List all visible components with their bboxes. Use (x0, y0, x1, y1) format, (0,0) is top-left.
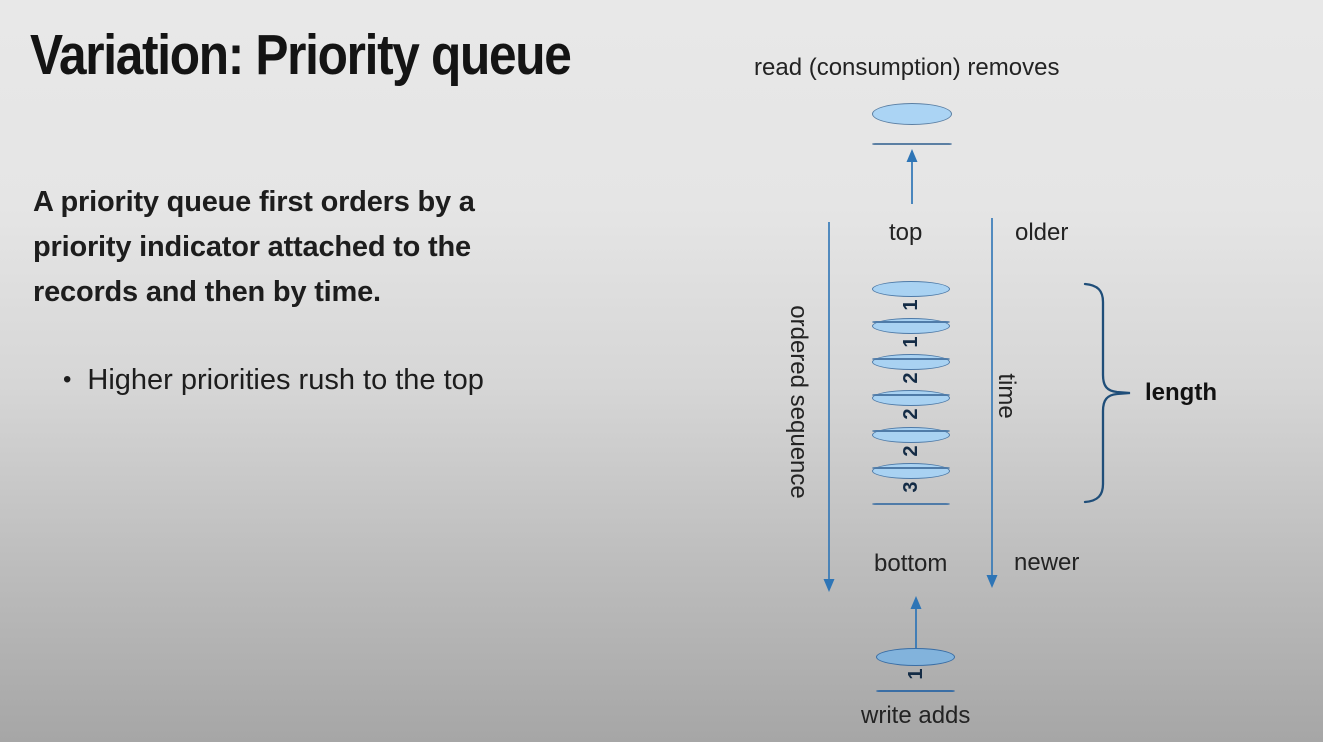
cylinder-body (876, 690, 955, 692)
incoming-record-cylinder: 1 (876, 648, 955, 692)
bullet-item: • Higher priorities rush to the top (63, 364, 484, 397)
cylinder-body (872, 467, 950, 469)
read-arrow (906, 149, 918, 204)
length-label: length (1145, 379, 1217, 406)
newer-label: newer (1014, 549, 1080, 576)
bullet-text: Higher priorities rush to the top (87, 364, 484, 396)
cylinder-body (872, 394, 950, 396)
cylinder-body (872, 503, 950, 505)
record-priority: 1 (900, 336, 922, 348)
cylinder-lid (872, 103, 952, 125)
record-priority: 2 (900, 408, 922, 420)
queue-record-cylinder: 3 (872, 463, 950, 505)
ordered-sequence-arrow (823, 222, 835, 592)
record-priority: 3 (900, 481, 922, 493)
record-priority: 1 (900, 299, 922, 311)
ordered-sequence-label: ordered sequence (785, 305, 812, 499)
time-label: time (993, 373, 1020, 419)
queue-record-cylinder: 2 (872, 427, 950, 469)
bottom-label: bottom (874, 550, 948, 577)
read-removes-label: read (consumption) removes (754, 54, 1060, 81)
record-priority: 1 (904, 667, 927, 680)
cylinder-body (872, 143, 952, 145)
write-arrow (910, 596, 922, 649)
bullet-marker: • (63, 366, 72, 393)
cylinder-body (872, 430, 950, 432)
cylinder-body (872, 321, 950, 323)
record-priority: 2 (900, 372, 922, 384)
queue-record-cylinder: 2 (872, 390, 950, 432)
queue-record-cylinder: 2 (872, 354, 950, 396)
slide-title: Variation: Priority queue (30, 23, 572, 87)
record-priority: 2 (900, 445, 922, 457)
queue-record-cylinder: 1 (872, 281, 950, 323)
top-label: top (889, 219, 923, 246)
head-record-cylinder (872, 103, 952, 145)
cylinder-lid (876, 648, 955, 666)
cylinder-body (872, 358, 950, 360)
older-label: older (1015, 219, 1069, 246)
write-adds-label: write adds (861, 702, 971, 729)
cylinder-lid (872, 281, 950, 297)
length-brace (1083, 282, 1131, 504)
queue-record-cylinder: 1 (872, 318, 950, 360)
body-paragraph: A priority queue first orders by a prior… (33, 186, 475, 308)
